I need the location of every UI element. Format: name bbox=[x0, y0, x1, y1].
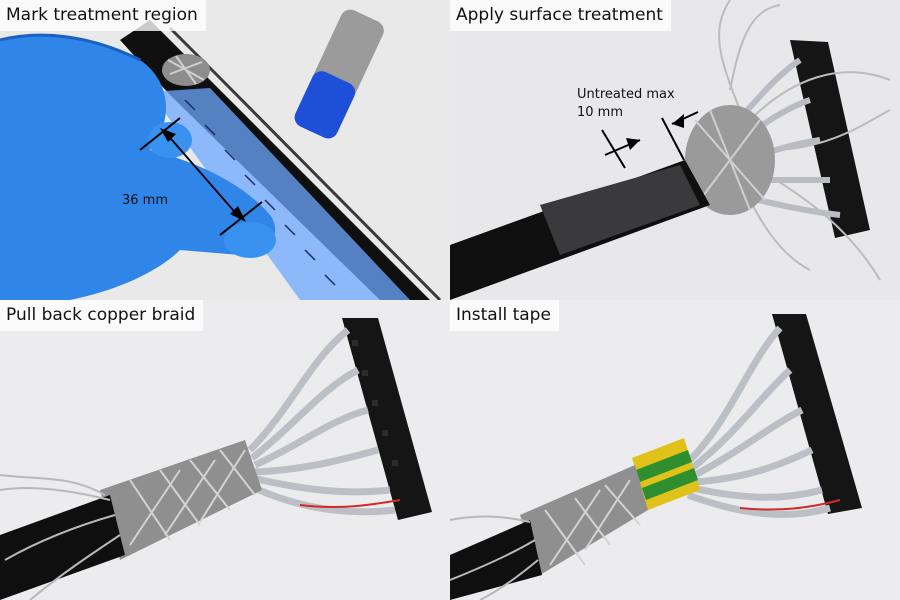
photo-mark-treatment bbox=[0, 0, 450, 300]
dimension-label-line2: 10 mm bbox=[577, 105, 624, 120]
glove bbox=[0, 35, 276, 300]
panel-caption: Apply surface treatment bbox=[450, 0, 671, 31]
dimension-line-36mm bbox=[164, 131, 241, 219]
connector bbox=[772, 314, 862, 514]
panel-caption: Pull back copper braid bbox=[0, 300, 204, 331]
panel-caption: Install tape bbox=[450, 300, 559, 331]
marker-cap bbox=[294, 71, 356, 139]
photo-pull-back-braid bbox=[0, 300, 450, 600]
connector bbox=[342, 318, 432, 520]
dimension-label-36mm: 36 mm bbox=[122, 193, 169, 208]
braid-bundle bbox=[520, 465, 648, 575]
ruler bbox=[150, 88, 410, 300]
panel-caption: Mark treatment region bbox=[0, 0, 206, 31]
panel-install-tape: Install tape bbox=[450, 300, 900, 600]
panel-pull-back-copper-braid: Pull back copper braid bbox=[0, 300, 450, 600]
dimension-label-untreated-max: Untreated max 10 mm bbox=[577, 86, 675, 122]
panel-mark-treatment-region: Mark treatment region 36 mm bbox=[0, 0, 450, 300]
panel-apply-surface-treatment: Apply surface treatment Untreated max 10… bbox=[450, 0, 900, 300]
treated-region bbox=[540, 165, 700, 255]
dimension-label-line1: Untreated max bbox=[577, 87, 675, 102]
photo-apply-treatment bbox=[450, 0, 900, 300]
photo-install-tape bbox=[450, 300, 900, 600]
